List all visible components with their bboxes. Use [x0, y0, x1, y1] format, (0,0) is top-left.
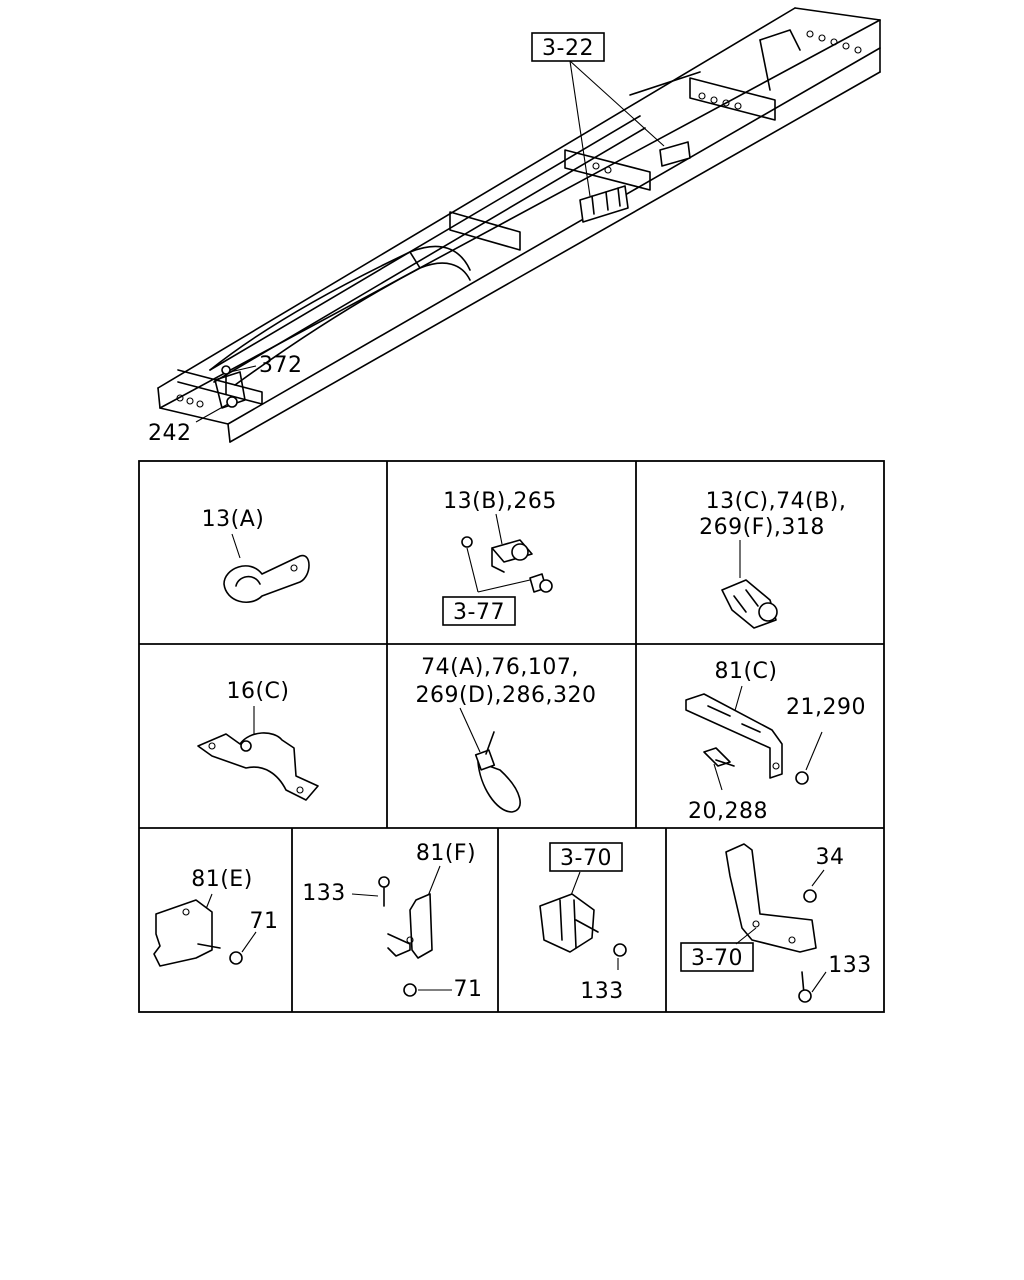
panel-13b-label: 13(B),265: [443, 489, 557, 514]
panel-13b: 13(B),265 3-77: [442, 489, 557, 626]
panel-3-70-bracket: 3-70 133: [539, 842, 627, 1004]
ref-3-70-b-label: 3-70: [691, 946, 743, 971]
ref-box-3-70-a: [549, 842, 623, 872]
panel-81f: 81(F) 133 71: [302, 841, 482, 1002]
callout-3-22: 3-22: [531, 32, 665, 197]
panel-81e-label-top: 81(E): [191, 867, 253, 892]
panel-13a: 13(A): [202, 507, 310, 604]
ref-3-70-a-label: 3-70: [560, 846, 612, 871]
ref-3-77-label: 3-77: [453, 600, 505, 625]
panel-81c-label-right: 21,290: [786, 695, 866, 720]
panel-13c: 13(C),74(B), 269(F),318: [699, 489, 847, 629]
parts-grid: [138, 460, 885, 1013]
callout-242: 242: [148, 403, 229, 446]
panel-81c-label-top: 81(C): [714, 659, 777, 684]
panel-81e: 81(E) 71: [153, 867, 279, 967]
panel-74a-label-line1: 74(A),76,107,: [421, 655, 579, 680]
panel-13c-label-line1: 13(C),74(B),: [706, 489, 847, 514]
panel-16c: 16(C): [197, 679, 319, 801]
panel-81f-label-bottom: 71: [454, 977, 483, 1002]
ref-box-3-77: [442, 596, 516, 626]
panel-74a-label-line2: 269(D),286,320: [415, 683, 596, 708]
panel-81c: 81(C) 21,290 20,288: [685, 659, 866, 824]
ref-box-3-70-b: [680, 942, 754, 972]
panel-3-70-label-bottom: 133: [580, 979, 624, 1004]
panel-16c-label: 16(C): [226, 679, 289, 704]
part-242-label: 242: [148, 421, 192, 446]
panel-81e-label-right: 71: [250, 909, 279, 934]
ref-3-22-label: 3-22: [542, 36, 594, 61]
panel-81f-label-left: 133: [302, 881, 346, 906]
panel-81f-label-top: 81(F): [416, 841, 476, 866]
panel-34-label: 34: [816, 845, 845, 870]
panel-13a-label: 13(A): [202, 507, 265, 532]
callout-372: 372: [229, 353, 303, 378]
panel-133-label: 133: [828, 953, 872, 978]
part-372-label: 372: [259, 353, 303, 378]
panel-81c-label-bottom: 20,288: [688, 799, 768, 824]
ref-box-3-22: [531, 32, 605, 62]
panel-34-133: 34 3-70 133: [680, 843, 872, 1003]
chassis-frame-drawing: [157, 7, 881, 443]
panel-13c-label-line2: 269(F),318: [699, 515, 825, 540]
panel-74a: 74(A),76,107, 269(D),286,320: [415, 655, 596, 813]
